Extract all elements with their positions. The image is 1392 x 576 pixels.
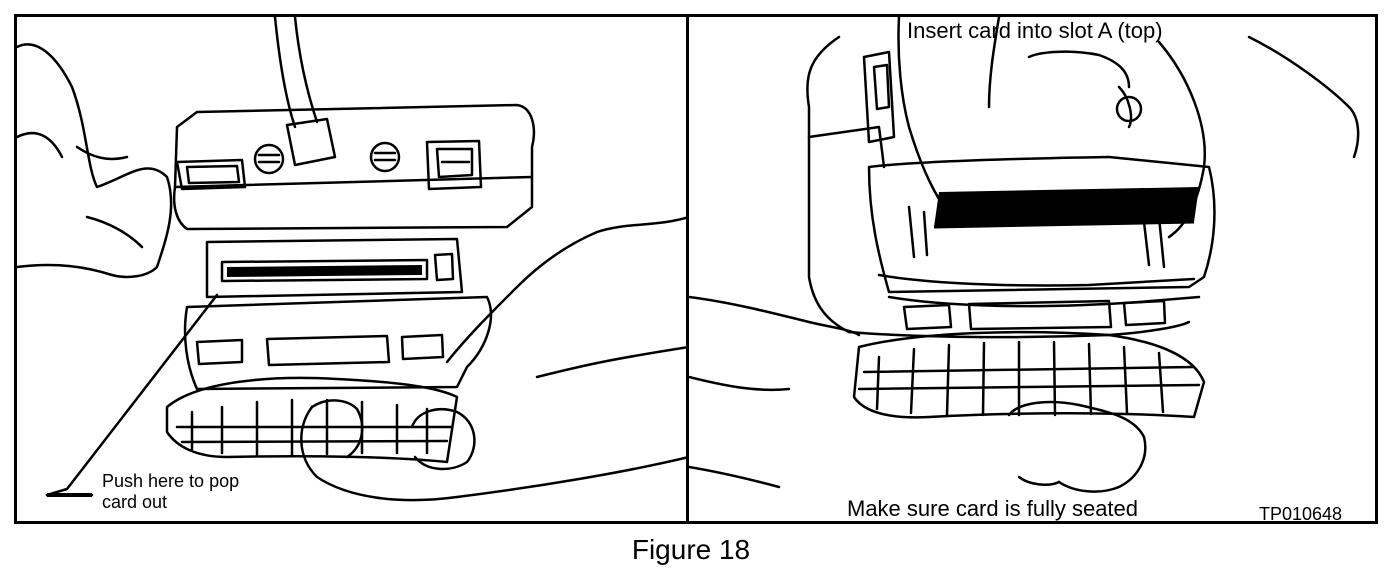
right-figure-panel: Insert card into slot A (top) Make sure … [686,14,1378,524]
figure-code-label: TP010648 [1259,504,1343,524]
fully-seated-caption: Make sure card is fully seated [847,496,1139,521]
eject-card-illustration [17,17,689,502]
insert-card-illustration [689,17,1360,493]
figure-title-text: Figure 18 [631,534,751,565]
figure-title: Figure 18 [0,534,1392,566]
insert-card-caption: Insert card into slot A (top) [907,18,1163,43]
push-here-caption: Push here to pop card out [102,471,240,512]
left-figure-panel: Push here to pop card out [14,14,692,524]
